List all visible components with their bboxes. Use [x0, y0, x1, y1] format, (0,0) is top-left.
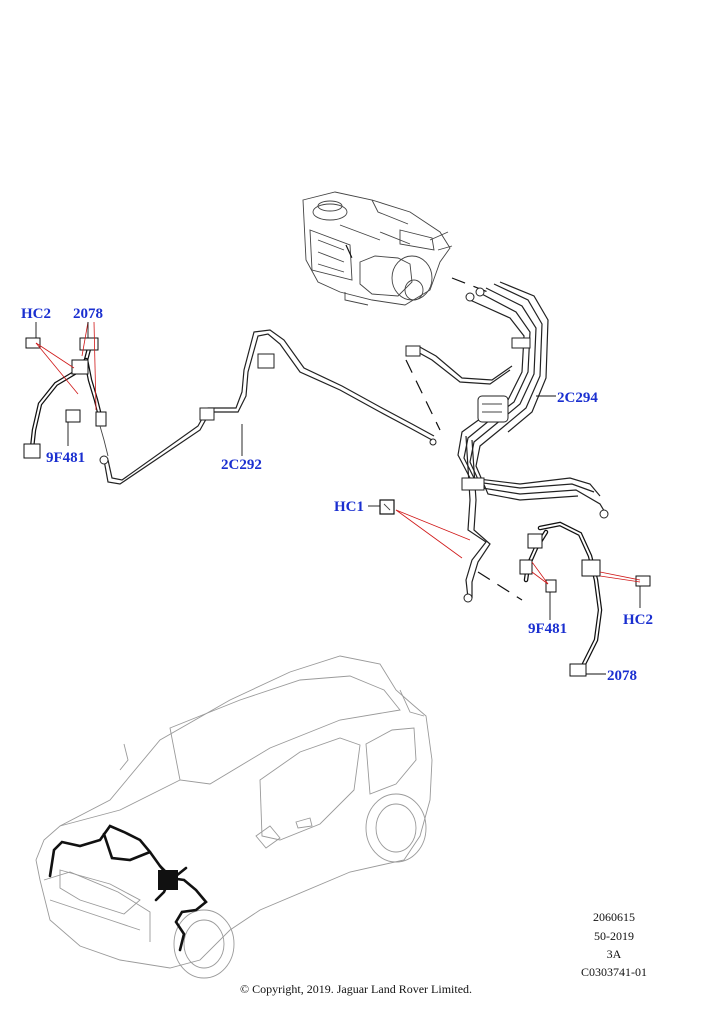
pipe-2c292 — [99, 329, 435, 485]
callout-hc2-left: HC2 — [21, 306, 51, 322]
callout-hc2-right: HC2 — [623, 612, 653, 628]
hc1-bracket — [379, 499, 395, 515]
ref-line-3: 3A — [607, 947, 622, 961]
callout-2078-left: 2078 — [73, 306, 103, 322]
master-cylinder-assembly — [302, 191, 453, 306]
ref-line-4: C0303741-01 — [581, 965, 647, 979]
ref-line-2: 50-2019 — [594, 929, 634, 943]
leader-lines — [35, 321, 641, 675]
callout-2078-right: 2078 — [607, 668, 637, 684]
callout-2c292: 2C292 — [221, 457, 262, 473]
callout-labels: HC2 2078 9F481 2C292 2C294 HC1 9F481 HC2… — [21, 306, 653, 684]
callout-9f481-right: 9F481 — [528, 621, 567, 637]
pipe-bundle-2c294 — [405, 281, 609, 603]
reference-block: 2060615 50-2019 3A C0303741-01 — [581, 910, 647, 979]
vehicle-illustration — [35, 655, 433, 979]
callout-hc1: HC1 — [334, 499, 364, 515]
right-brake-hose — [519, 521, 651, 677]
left-brake-hose — [23, 337, 109, 459]
copyright-text: © Copyright, 2019. Jaguar Land Rover Lim… — [240, 982, 472, 996]
ref-line-1: 2060615 — [593, 910, 635, 924]
callout-2c294: 2C294 — [557, 390, 598, 406]
callout-9f481-left: 9F481 — [46, 450, 85, 466]
